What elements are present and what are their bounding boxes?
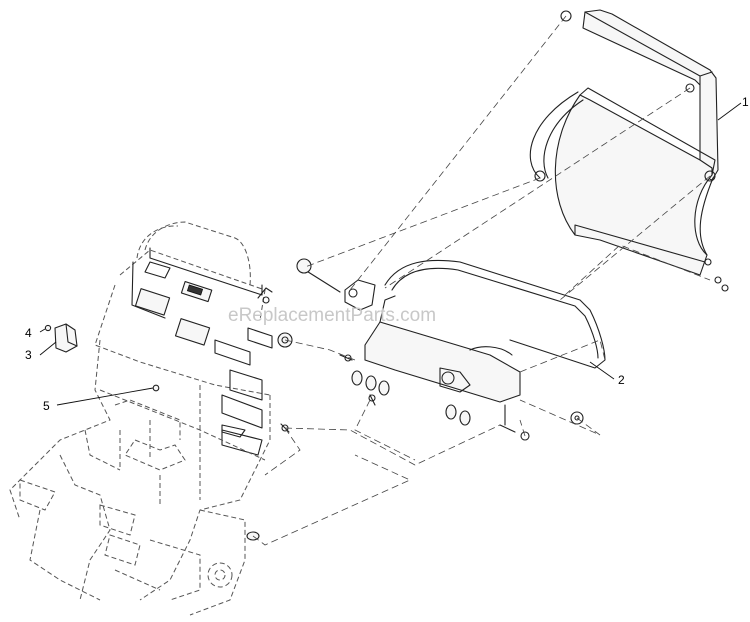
machine-body-phantom: [9, 221, 273, 616]
assembly-alignment-lines: [252, 15, 711, 546]
part-2-frame-assembly[interactable]: [277, 258, 606, 441]
callout-4: 4: [25, 326, 32, 340]
callout-3: 3: [25, 348, 32, 362]
callout-2: 2: [618, 373, 625, 387]
callout-leaders: [39, 102, 742, 406]
part-4-screw[interactable]: [44, 324, 52, 332]
callout-5: 5: [43, 399, 50, 413]
part-5-fastener[interactable]: [152, 384, 160, 392]
callout-1: 1: [742, 95, 749, 109]
part-3-bracket[interactable]: [54, 323, 78, 353]
part-1-cover-panel[interactable]: [529, 9, 729, 292]
watermark: eReplacementParts.com: [228, 305, 436, 326]
